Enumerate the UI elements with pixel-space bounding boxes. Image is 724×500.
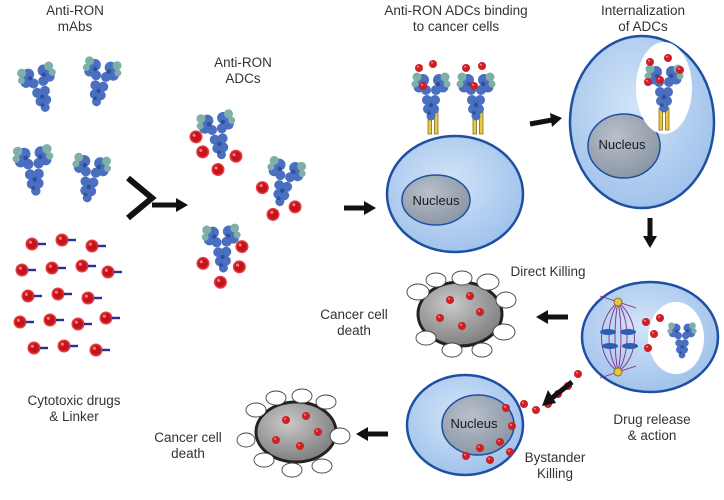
adc-icon	[456, 62, 496, 121]
drug-release-cell	[580, 280, 720, 394]
apoptotic-bodies	[236, 388, 351, 478]
antibody-icon	[11, 143, 57, 198]
label-binding: Anti-RON ADCs binding to cancer cells	[384, 3, 528, 34]
antibody-group-mabs	[11, 55, 124, 205]
nucleus-label: Nucleus	[599, 137, 646, 152]
drug-linker-group	[14, 234, 123, 357]
internalization-cell	[568, 34, 716, 210]
nucleus	[587, 113, 661, 179]
apoptotic-bodies	[406, 270, 517, 358]
dead-cell-1	[406, 270, 517, 358]
binding-cell	[385, 60, 525, 254]
nucleus-label: Nucleus	[413, 193, 460, 208]
antibody-icon	[76, 55, 124, 110]
antibody-icon	[15, 60, 66, 117]
adc-group	[188, 108, 308, 290]
label-cancer-cell-death-2: Cancer cell death	[154, 430, 222, 461]
dead-cell-2	[236, 388, 351, 478]
nucleus-label: Nucleus	[451, 416, 498, 431]
label-cancer-cell-death-1: Cancer cell death	[320, 307, 388, 338]
antibody-icon	[67, 152, 113, 205]
nucleus	[401, 174, 471, 226]
combine-arrow	[126, 175, 188, 221]
label-direct-killing: Direct Killing	[510, 264, 586, 279]
adc-icon	[254, 154, 308, 223]
label-anti-ron-mabs: Anti-RON mAbs	[46, 3, 104, 34]
adc-icon	[411, 60, 451, 121]
label-drug-release: Drug release & action	[613, 412, 691, 443]
label-cytotoxic-drugs: Cytotoxic drugs & Linker	[27, 393, 121, 424]
mitotic-spindle	[599, 295, 637, 379]
released-drugs	[520, 370, 582, 414]
arrow-to-bystander	[542, 380, 574, 406]
bystander-cell	[405, 373, 525, 477]
label-internalization: Internalization of ADCs	[600, 3, 686, 34]
arrow-down	[643, 218, 657, 248]
label-anti-ron-adcs: Anti-RON ADCs	[214, 55, 272, 86]
endosome	[636, 42, 692, 134]
arrow-to-internalization	[529, 113, 562, 127]
arrow-to-death-2	[356, 427, 388, 441]
label-bystander-killing: Bystander Killing	[524, 450, 586, 481]
adc-icon	[188, 108, 244, 178]
adc-icon	[196, 223, 249, 290]
arrow-to-binding	[344, 201, 376, 215]
arrow-to-death-1	[536, 310, 568, 324]
